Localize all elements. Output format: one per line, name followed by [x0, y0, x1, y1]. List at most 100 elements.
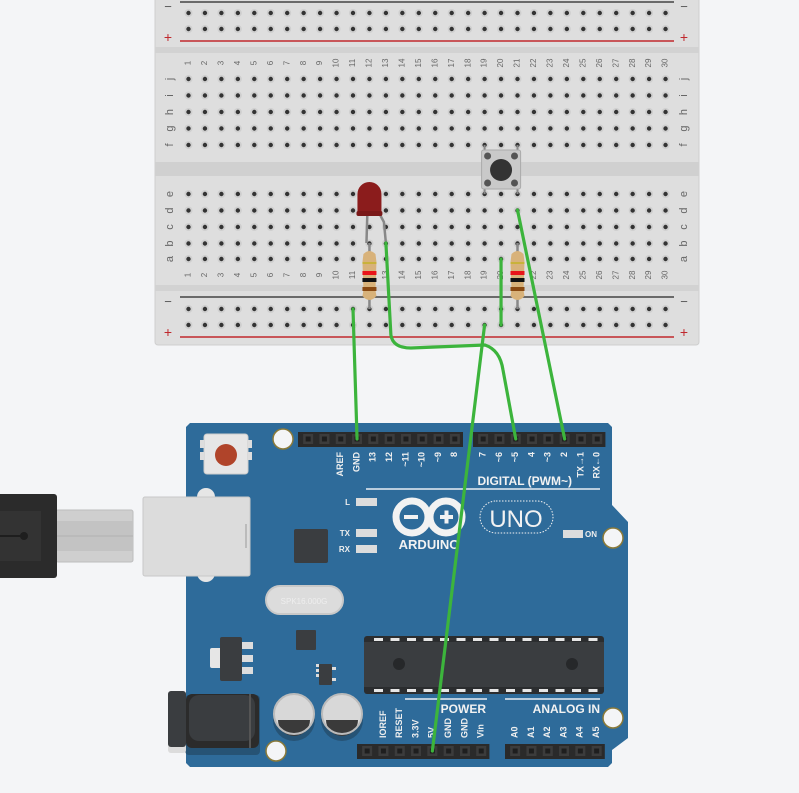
breadboard-hole-center — [350, 208, 356, 213]
power-header[interactable] — [357, 744, 490, 759]
breadboard-hole-center — [597, 322, 602, 328]
breadboard-hole-center — [663, 306, 668, 312]
usb-cable[interactable] — [0, 494, 134, 578]
breadboard-hole-center — [433, 76, 438, 82]
header-pin-socket — [397, 748, 403, 754]
breadboard-hole-center — [334, 76, 339, 82]
breadboard-hole-center — [449, 256, 454, 262]
breadboard-hole-center — [630, 306, 635, 312]
breadboard-hole-center — [581, 241, 586, 246]
breadboard-hole-center — [433, 256, 438, 262]
header-pin-socket — [387, 436, 393, 442]
breadboard-hole-center — [235, 306, 241, 312]
breadboard-hole-center — [235, 224, 241, 230]
breadboard-hole-center — [350, 93, 356, 98]
pin-label: Vin — [476, 724, 486, 738]
breadboard-hole-center — [433, 306, 438, 312]
breadboard-hole-center — [317, 142, 323, 148]
breadboard-hole-center — [202, 241, 208, 246]
breadboard-hole-center — [614, 306, 619, 312]
breadboard-hole-center — [630, 109, 635, 115]
breadboard-hole-center — [367, 93, 372, 98]
pin-label: 13 — [368, 452, 378, 462]
header-pin-socket — [338, 436, 344, 442]
resistor-1[interactable] — [362, 243, 377, 309]
breadboard-hole-center — [663, 142, 668, 148]
breadboard-hole-center — [548, 26, 553, 32]
chip-pin — [555, 689, 565, 692]
header-pin-socket — [594, 436, 600, 442]
breadboard-hole-center — [416, 126, 421, 131]
pin-label: 2 — [559, 452, 569, 457]
pin-label: A3 — [558, 726, 568, 738]
resistor-2[interactable] — [510, 243, 525, 309]
breadboard-hole-center — [301, 306, 306, 312]
breadboard-hole-center — [498, 109, 504, 115]
breadboard-hole-center — [219, 191, 224, 197]
rail-minus-label: − — [680, 294, 688, 309]
column-label: 3 — [217, 272, 226, 277]
column-label: 2 — [200, 60, 209, 65]
breadboard-hole-center — [630, 256, 635, 262]
chip-pin — [407, 638, 416, 641]
breadboard-hole-center — [367, 126, 372, 131]
atmega-microcontroller — [364, 636, 604, 694]
breadboard-hole-center — [597, 26, 602, 32]
breadboard-hole-center — [235, 126, 241, 131]
breadboard-hole-center — [548, 109, 553, 115]
led-rim — [356, 211, 383, 216]
breadboard-hole-center — [268, 241, 273, 246]
breadboard-hole-center — [317, 256, 323, 262]
breadboard-hole-center — [334, 224, 339, 230]
breadboard-hole-center — [400, 142, 405, 148]
breadboard-hole-center — [334, 126, 339, 131]
digital-header-right[interactable] — [473, 432, 606, 447]
breadboard-hole-center — [433, 208, 438, 213]
column-label: 27 — [611, 270, 620, 279]
pushbutton-cap[interactable] — [490, 159, 513, 181]
wire-5v[interactable] — [430, 323, 487, 753]
breadboard-hole-center — [433, 109, 438, 115]
breadboard-hole-center — [531, 191, 537, 197]
led[interactable] — [356, 182, 388, 244]
header-pin-socket — [478, 748, 484, 754]
wire-button-pin2[interactable] — [515, 208, 567, 441]
wire-gnd[interactable] — [351, 307, 359, 441]
breadboard-hole-center — [416, 109, 421, 115]
breadboard-hole-center — [482, 93, 487, 98]
digital-header-left[interactable] — [298, 432, 463, 447]
column-label: 10 — [332, 270, 341, 279]
breadboard[interactable]: 1122334455667788991010111112121313141415… — [154, 0, 700, 346]
row-label: b — [678, 240, 690, 246]
wire-led-pin5[interactable] — [384, 241, 518, 441]
breadboard-hole-center — [531, 224, 537, 230]
breadboard-hole-center — [301, 224, 306, 230]
breadboard-hole-center — [350, 10, 356, 16]
pushbutton[interactable] — [481, 145, 522, 194]
breadboard-hole-center — [186, 322, 191, 328]
column-label: 16 — [430, 58, 439, 67]
breadboard-hole-center — [564, 109, 570, 115]
breadboard-hole-center — [663, 26, 668, 32]
breadboard-hole-center — [416, 76, 421, 82]
breadboard-hole-center — [219, 256, 224, 262]
rail-plus-label: + — [164, 324, 172, 340]
analog-header[interactable] — [505, 744, 605, 759]
reset-button[interactable] — [200, 433, 252, 475]
breadboard-hole-center — [515, 76, 520, 82]
breadboard-hole-center — [268, 126, 273, 131]
pin-label: A4 — [575, 726, 585, 738]
breadboard-hole-center — [498, 191, 504, 197]
capacitor — [321, 693, 363, 741]
breadboard-hole-center — [350, 109, 356, 115]
breadboard-hole-center — [350, 241, 356, 246]
breadboard-hole-center — [202, 306, 208, 312]
row-label: c — [678, 224, 690, 230]
mounting-hole — [272, 428, 294, 450]
wires[interactable] — [351, 208, 567, 753]
breadboard-hole-center — [186, 109, 191, 115]
breadboard-hole-center — [581, 256, 586, 262]
chip-pin — [489, 689, 499, 692]
